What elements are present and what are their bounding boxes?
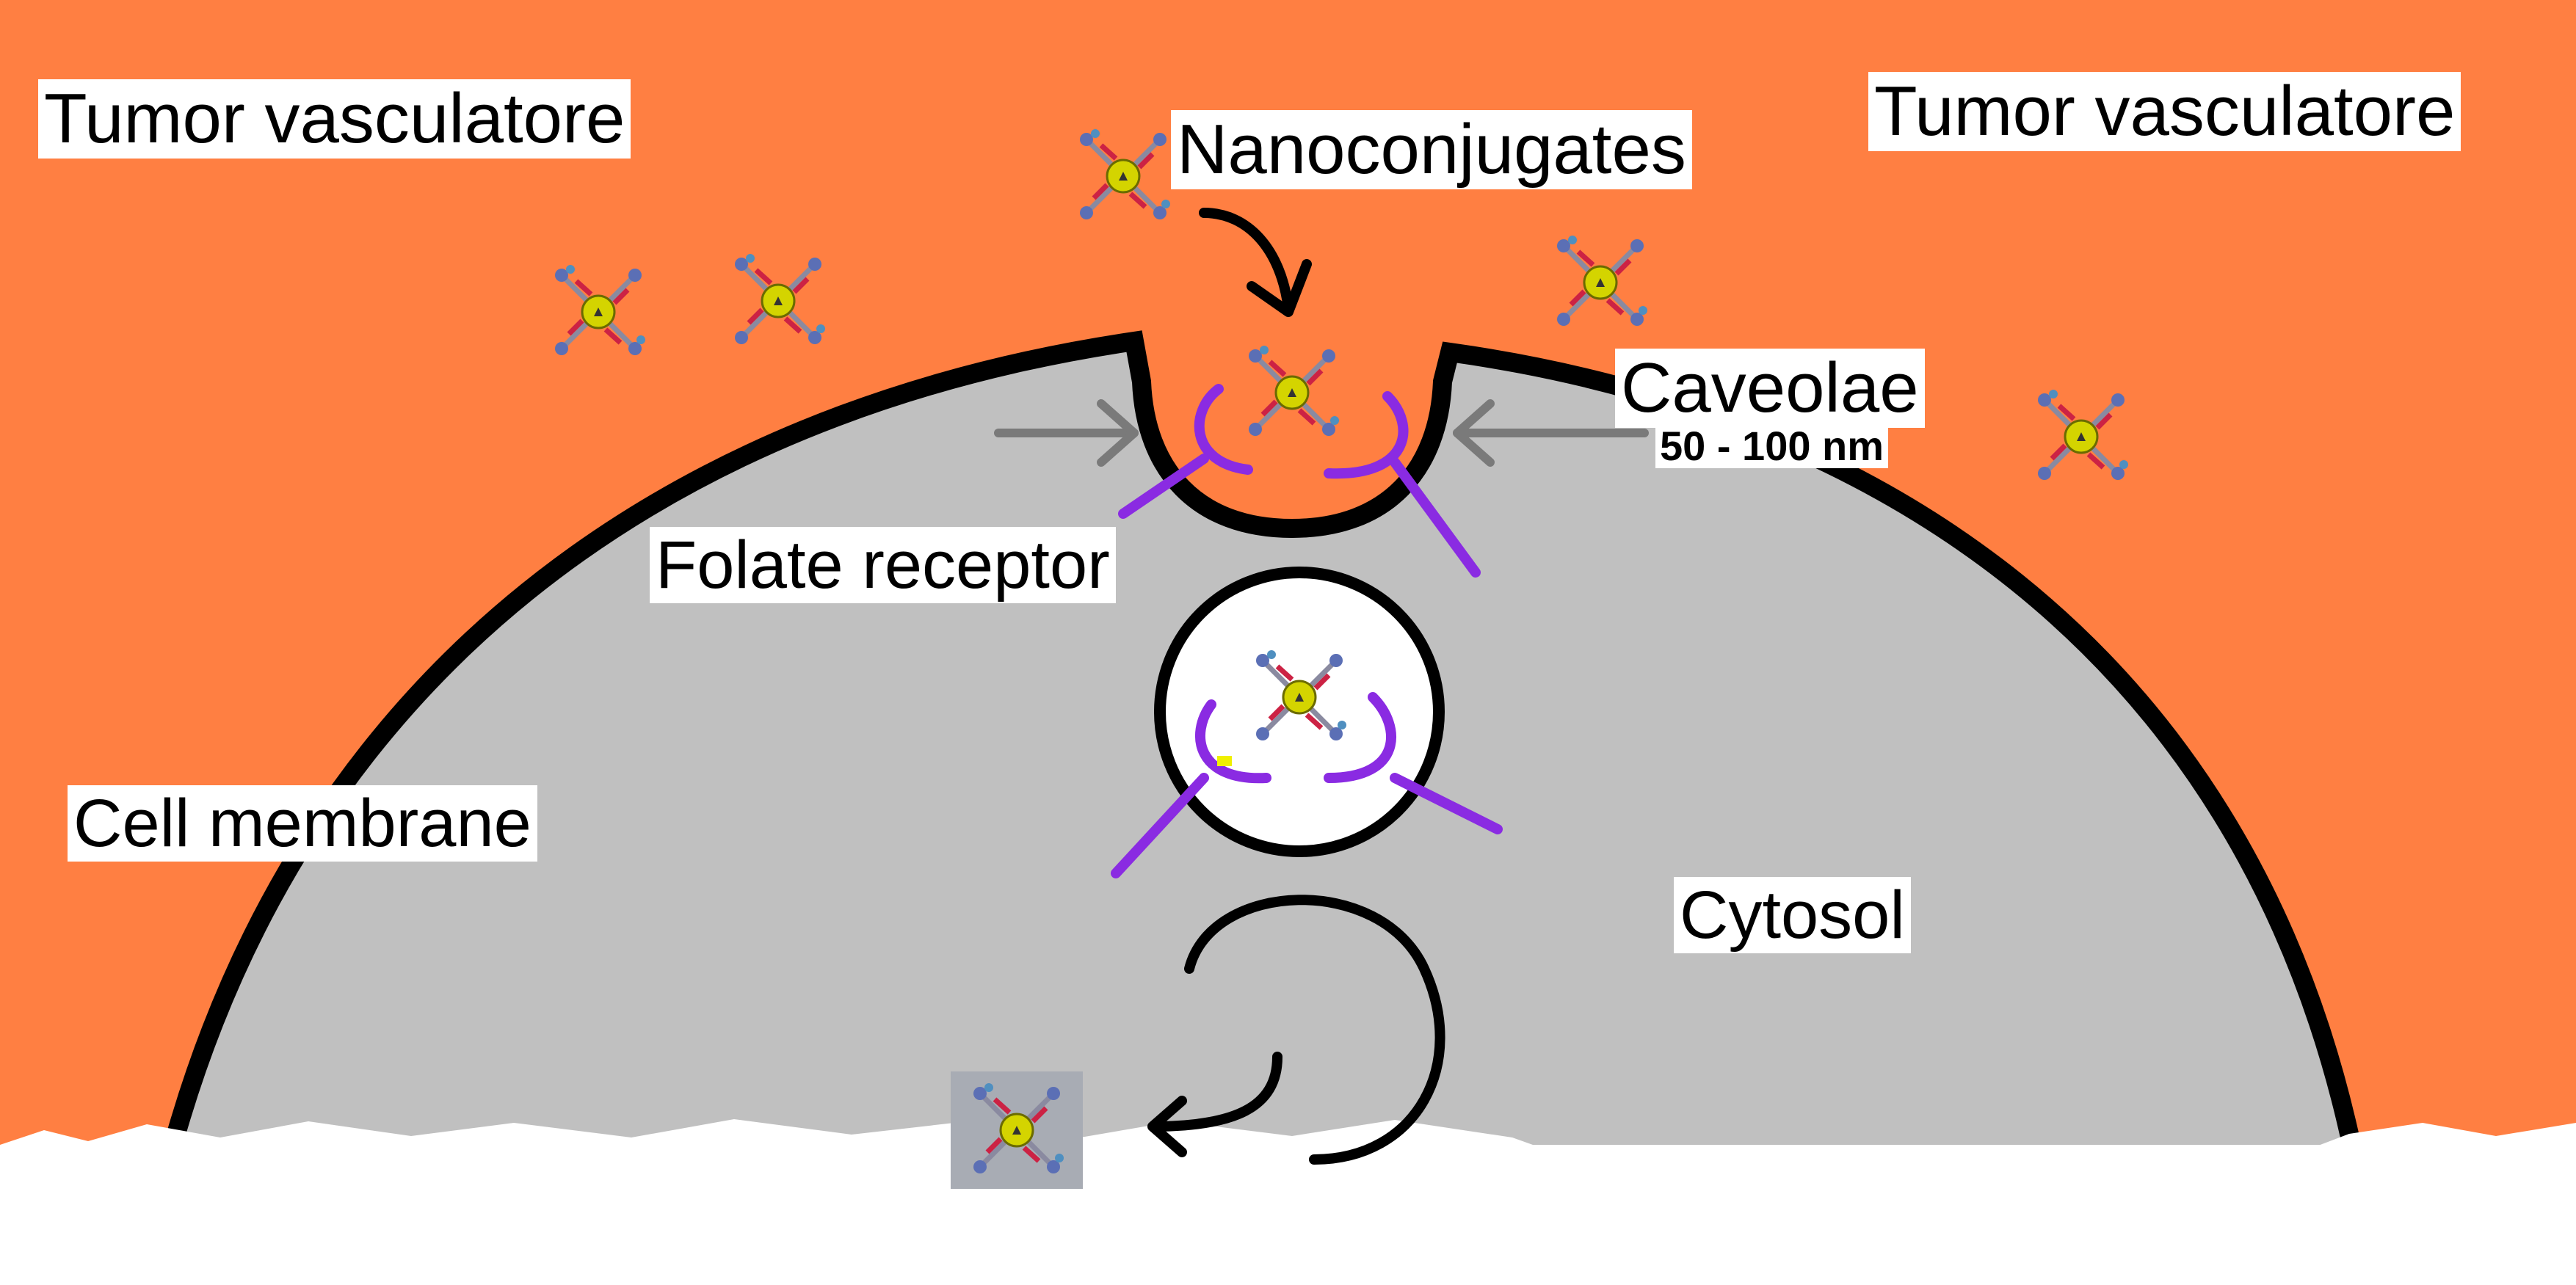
recycling-arrow <box>1184 895 1445 1165</box>
label-caveolae-size: 50 - 100 nm <box>1655 424 1889 468</box>
label-cytosol: Cytosol <box>1674 877 1911 953</box>
label-folate-receptor: Folate receptor <box>650 527 1116 603</box>
nanoconjugate-arrow <box>1199 208 1312 317</box>
cell-membrane <box>167 330 2359 1143</box>
folate-receptor-pit-right <box>1324 391 1481 578</box>
label-cell-membrane: Cell membrane <box>68 785 537 862</box>
caveolae-arrow-left <box>994 399 1139 467</box>
label-caveolae: Caveolae <box>1615 349 1925 428</box>
label-tumor-vasculature-left: Tumor vasculatore <box>38 79 631 159</box>
label-nanoconjugates: Nanoconjugates <box>1171 110 1692 189</box>
folate-receptor-pit-left <box>1118 384 1253 519</box>
torn-bottom-edge <box>0 1119 2576 1285</box>
folate-receptor-vesicle-right <box>1324 692 1503 834</box>
folate-receptor-vesicle-left <box>1111 699 1271 878</box>
label-tumor-vasculature-right: Tumor vasculatore <box>1868 72 2461 151</box>
caveolae-arrow-right <box>1453 399 1649 467</box>
yellow-speck <box>1217 756 1232 766</box>
release-arrow <box>1147 1052 1282 1157</box>
